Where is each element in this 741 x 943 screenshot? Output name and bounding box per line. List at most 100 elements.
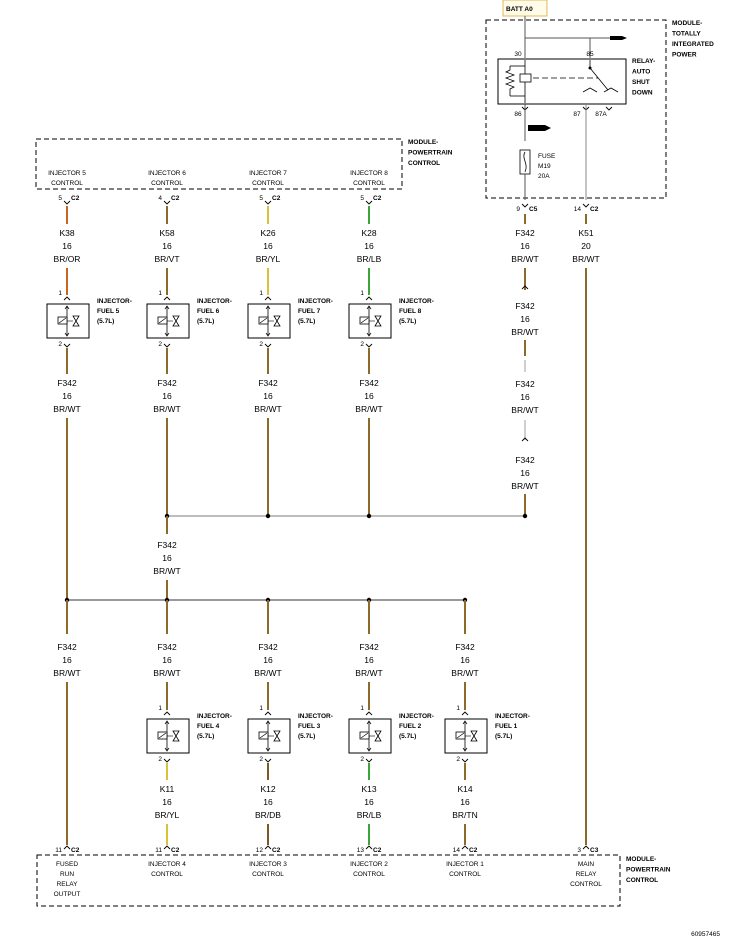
feed-4-color: BR/WT <box>511 481 538 491</box>
connector-terminal-icon <box>365 296 373 301</box>
connector-terminal-icon <box>163 200 171 205</box>
pcm-top-pin-label-3: CONTROL <box>252 180 284 187</box>
injector-fuel-3-pin-top: 1 <box>259 705 263 712</box>
injector-fuel-7-name: INJECTOR- <box>298 298 333 305</box>
connector-terminal-icon <box>163 758 171 763</box>
injector-fuel-5-pin-top: 1 <box>58 290 62 297</box>
inj-top-1-out-gauge: 16 <box>62 391 72 401</box>
inj-top-3-in-circuit: K26 <box>260 228 275 238</box>
pcm-bottom-pin-3-pin: 12 <box>256 847 264 854</box>
injector-fuel-6-name: (5.7L) <box>197 318 214 325</box>
pcm-top-outline <box>35 138 403 190</box>
splice-dot <box>522 513 528 519</box>
diagram-id: 60957465 <box>691 931 720 938</box>
mid-circuit: F342 <box>157 540 177 550</box>
pcm-top-title: POWERTRAIN <box>408 150 453 157</box>
inj-top-3-out-gauge: 16 <box>263 391 273 401</box>
tipm-out-9-pin: 9 <box>516 206 520 213</box>
fused-out-color: BR/WT <box>53 668 80 678</box>
connector-terminal-icon <box>264 200 272 205</box>
arrow-right-icon <box>528 125 551 131</box>
injector-fuel-2-pin-top: 1 <box>360 705 364 712</box>
inj-top-2-in-color: BR/VT <box>154 254 179 264</box>
tipm-out-9-connector: C5 <box>529 206 538 213</box>
inj-top-1-out-circuit: F342 <box>57 378 77 388</box>
pcm-bottom-pin-5-pin: 14 <box>453 847 461 854</box>
inj-top-2-out-gauge: 16 <box>162 391 172 401</box>
inj-top-4-in-gauge: 16 <box>364 241 374 251</box>
injector-fuel-2 <box>348 718 392 754</box>
tipm-out-14-connector: C2 <box>590 206 599 213</box>
feed-3-color: BR/WT <box>511 405 538 415</box>
inj-bot-1-out-circuit: K11 <box>160 784 175 794</box>
pcm-bottom-pin-label-4: CONTROL <box>353 871 385 878</box>
pcm-bottom-pin-label-1: RUN <box>60 871 74 878</box>
pcm-top-pin-1-pin: 5 <box>58 195 62 202</box>
batt-label: BATT A0 <box>506 6 533 13</box>
connector-terminal-icon <box>163 845 171 850</box>
connector-terminal-icon <box>365 200 373 205</box>
connector-terminal-icon <box>163 711 171 716</box>
injector-fuel-1-pin-bottom: 2 <box>456 756 460 763</box>
connector-terminal-icon <box>264 711 272 716</box>
pcm-top-pin-label-2: CONTROL <box>151 180 183 187</box>
mid-gauge: 16 <box>162 553 172 563</box>
tipm-out-14-pin: 14 <box>574 206 582 213</box>
pcm-bottom-pin-4-connector: C2 <box>373 847 382 854</box>
inj-bot-4-in-circuit: F342 <box>455 642 475 652</box>
injector-fuel-1-pin-top: 1 <box>456 705 460 712</box>
relay-pin-87: 87 <box>573 111 581 118</box>
pcm-bottom-pin-label-1: FUSED <box>56 861 78 868</box>
pcm-top-pin-3-pin: 5 <box>259 195 263 202</box>
injector-fuel-1 <box>444 718 488 754</box>
injector-fuel-3-pin-bottom: 2 <box>259 756 263 763</box>
relay-label: DOWN <box>632 90 653 97</box>
pcm-bottom-title: POWERTRAIN <box>626 867 671 874</box>
connector-terminal-icon <box>365 758 373 763</box>
connector-terminal-icon <box>521 285 529 290</box>
injector-fuel-4 <box>146 718 190 754</box>
injector-fuel-8-name: (5.7L) <box>399 318 416 325</box>
pcm-bottom-pin-1-pin: 11 <box>55 847 62 854</box>
pcm-top-pin-2-pin: 4 <box>158 195 162 202</box>
injector-fuel-3 <box>247 718 291 754</box>
feed-2-gauge: 16 <box>520 314 530 324</box>
connector-terminal-icon <box>63 343 71 348</box>
inj-bot-4-out-circuit: K14 <box>457 784 472 794</box>
injector-fuel-7-name: FUEL 7 <box>298 308 321 315</box>
connector-terminal-icon <box>264 343 272 348</box>
injector-fuel-4-name: INJECTOR- <box>197 713 232 720</box>
injector-fuel-2-name: INJECTOR- <box>399 713 434 720</box>
tipm-title: TOTALLY <box>672 31 701 38</box>
pcm-bottom-pin-6-pin: 3 <box>577 847 581 854</box>
injector-fuel-5-name: (5.7L) <box>97 318 114 325</box>
pcm-bottom-title: CONTROL <box>626 877 658 884</box>
valve-icon <box>470 730 478 742</box>
connector-terminal-icon <box>605 106 613 111</box>
injector-fuel-1-name: INJECTOR- <box>495 713 530 720</box>
inj-top-2-in-gauge: 16 <box>162 241 172 251</box>
connector-terminal-icon <box>365 711 373 716</box>
connector-terminal-icon <box>264 845 272 850</box>
inj-top-1-in-color: BR/OR <box>54 254 81 264</box>
k51-color: BR/WT <box>572 254 599 264</box>
inj-bot-1-in-circuit: F342 <box>157 642 177 652</box>
feed-1-circuit: F342 <box>515 228 535 238</box>
inj-bot-4-out-color: BR/TN <box>452 810 478 820</box>
inj-top-3-in-gauge: 16 <box>263 241 273 251</box>
valve-icon <box>374 730 382 742</box>
injector-fuel-8 <box>348 303 392 339</box>
injector-fuel-4-pin-top: 1 <box>158 705 162 712</box>
inj-bot-3-out-color: BR/LB <box>357 810 382 820</box>
pcm-bottom-pin-label-2: CONTROL <box>151 871 183 878</box>
inj-bot-2-out-circuit: K12 <box>260 784 275 794</box>
inj-bot-4-in-gauge: 16 <box>460 655 470 665</box>
inj-bot-3-in-color: BR/WT <box>355 668 382 678</box>
pcm-bottom-pin-label-3: CONTROL <box>252 871 284 878</box>
inj-top-3-out-color: BR/WT <box>254 404 281 414</box>
pcm-top-pin-1-connector: C2 <box>71 195 80 202</box>
feed-1-gauge: 16 <box>520 241 530 251</box>
valve-icon <box>273 730 281 742</box>
inj-bot-1-out-gauge: 16 <box>162 797 172 807</box>
injector-fuel-6-pin-bottom: 2 <box>158 341 162 348</box>
